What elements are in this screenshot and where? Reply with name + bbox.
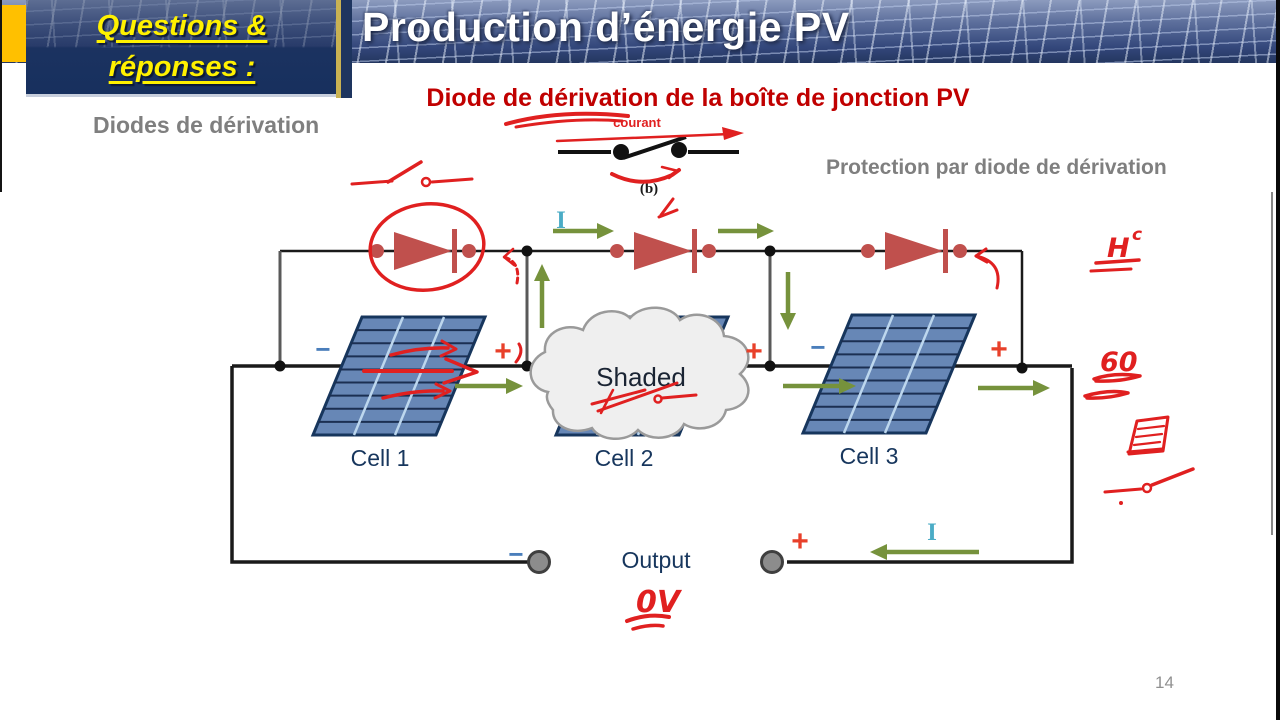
cell3-plus-sign: + — [990, 333, 1008, 366]
cell2-label: Cell 2 — [595, 445, 654, 471]
gold-separator-line — [336, 0, 341, 98]
red-arrowhead — [722, 127, 744, 140]
cell1-label: Cell 1 — [351, 445, 410, 471]
panel-body — [800, 313, 978, 435]
arrow-head — [597, 223, 614, 239]
handwritten-annotations: H c 60 — [350, 111, 1195, 631]
switch-lever — [622, 135, 687, 160]
current-flow-arrow — [870, 544, 979, 560]
current-flow-arrow — [534, 264, 550, 328]
diode-anode-dot — [861, 244, 875, 258]
output-terminal-negative — [527, 550, 551, 574]
cell3-minus-sign: − — [810, 332, 825, 362]
cell3-label: Cell 3 — [840, 443, 899, 469]
diode-cathode-bar — [943, 229, 948, 273]
bypass-diode-1 — [370, 229, 476, 273]
bypass-diode-3 — [861, 229, 967, 273]
current-symbol-top: I — [556, 207, 566, 234]
pv-cell-panel-3 — [800, 313, 978, 435]
current-flow-arrow — [455, 378, 523, 394]
cell2-plus-sign: + — [745, 335, 763, 368]
sixty-note: 60 — [1083, 347, 1142, 400]
cell1-plus-sign: + — [494, 335, 512, 368]
arrow-head — [839, 378, 856, 394]
sketched-panel — [1126, 415, 1170, 456]
arrow-head — [506, 378, 523, 394]
sixty-note-text: 60 — [1100, 347, 1138, 378]
cell1-minus-sign: − — [315, 334, 330, 364]
circuit-labels: I I Cell 1 Cell 2 Cell 3 Output − + + − … — [315, 207, 1007, 573]
hc-note-sup: c — [1132, 225, 1142, 245]
panel-divider-line — [393, 316, 446, 436]
page-number: 14 — [1155, 673, 1174, 692]
bypass-diode-2 — [610, 229, 716, 273]
diode-cathode-bar — [692, 229, 697, 273]
left-edge-strip — [0, 0, 2, 192]
shaded-label: Shaded — [596, 362, 686, 392]
output-minus-sign: − — [508, 539, 523, 569]
diode-triangle — [634, 232, 692, 270]
right-caption: Protection par diode de dérivation — [826, 156, 1167, 179]
courant-label: courant — [613, 115, 661, 130]
arrow-head — [757, 223, 774, 239]
panel-divider-line — [842, 314, 895, 434]
diode-anode-dot — [610, 244, 624, 258]
diode-anode-dot — [370, 244, 384, 258]
sketched-switch-top — [350, 160, 474, 188]
hc-note-base: H — [1107, 233, 1130, 264]
output-terminals — [527, 550, 784, 574]
right-edge-strip — [1276, 0, 1280, 720]
current-flow-arrow — [780, 272, 796, 330]
yellow-accent-bar — [2, 5, 26, 62]
switch-figure: (b) courant — [558, 115, 739, 197]
diode-triangle — [394, 232, 452, 270]
diode-triangle — [885, 232, 943, 270]
navy-separator-bar — [341, 0, 352, 98]
switch-contact-left — [613, 144, 629, 160]
sketched-switch-bottom — [1103, 467, 1195, 505]
badge-line-2: réponses : — [108, 51, 256, 83]
questions-reponses-badge: Questions & réponses : — [26, 0, 341, 97]
hc-note: H c — [1089, 225, 1142, 273]
diode-cathode-dot — [953, 244, 967, 258]
slide-title: Production d’énergie PV — [362, 4, 850, 50]
switch-caption: (b) — [640, 181, 658, 197]
left-caption: Diodes de dérivation — [93, 112, 320, 138]
current-flow-arrow — [978, 380, 1050, 396]
arrow-head — [1033, 380, 1050, 396]
arrow-head — [780, 313, 796, 330]
output-plus-sign: + — [791, 525, 809, 558]
diode-cathode-dot — [462, 244, 476, 258]
junction-dots — [274, 245, 1028, 374]
switch-contact-right — [671, 142, 687, 158]
current-flow-arrow — [553, 223, 614, 239]
panel-divider-line — [883, 314, 936, 434]
cloud-scribbles — [590, 381, 698, 415]
shading-cloud: Shaded — [529, 306, 750, 440]
diode1-highlight-circle — [368, 202, 486, 292]
current-symbol-bottom: I — [927, 519, 937, 546]
panel-body — [310, 315, 488, 437]
diode-cathode-bar — [452, 229, 457, 273]
badge-line-1: Questions & — [96, 9, 268, 42]
diode-cathode-dot — [702, 244, 716, 258]
current-flow-arrow — [783, 378, 856, 394]
cell1-current-arrows — [362, 339, 479, 400]
current-flow-arrow — [718, 223, 774, 239]
output-terminal-positive — [760, 550, 784, 574]
panel-divider-line — [352, 316, 405, 436]
pv-cell-panel-1 — [310, 315, 488, 437]
arrow-head — [870, 544, 887, 560]
output-label: Output — [621, 547, 691, 573]
arrow-head — [534, 264, 550, 281]
zero-volts-note: 0V — [625, 585, 683, 631]
red-subtitle: Diode de dérivation de la boîte de jonct… — [426, 84, 970, 112]
